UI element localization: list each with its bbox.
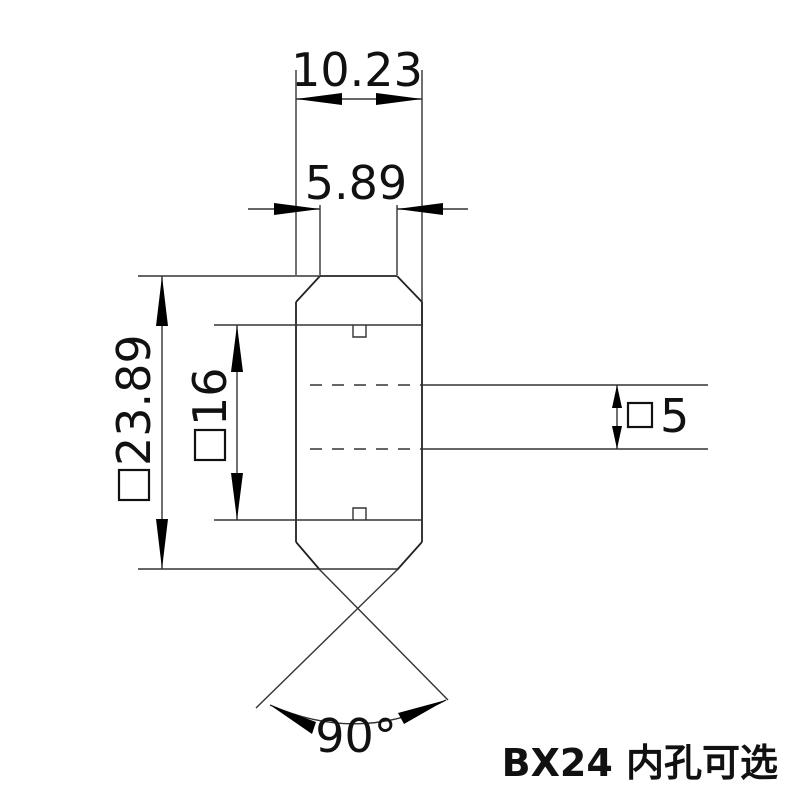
arrow-up-icon <box>612 385 622 408</box>
dimension-flat-width: 5.89 <box>248 156 468 275</box>
arrow-left-icon <box>274 203 320 215</box>
dimension-tip-angle: 90° <box>255 569 449 763</box>
dimension-label-tip-angle: 90° <box>315 709 397 763</box>
dimension-side-square: 5 <box>612 385 689 449</box>
dimension-label-side-square: 5 <box>660 389 689 443</box>
arrow-left-icon <box>296 93 342 105</box>
tip-line-right <box>319 569 449 701</box>
square-symbol-icon <box>117 468 151 502</box>
dimension-label-hole-square: 16 <box>183 367 237 426</box>
arrow-down-icon <box>156 519 168 569</box>
arrow-up-icon <box>231 325 243 372</box>
part-outline <box>214 275 708 571</box>
arrow-right-icon <box>397 203 443 215</box>
caption-text: BX24 内孔可选 <box>502 741 778 785</box>
arrow-right-icon <box>376 93 422 105</box>
dimension-hole-square: 16 <box>183 325 243 520</box>
tip-line-left <box>255 569 398 709</box>
square-symbol-icon <box>626 401 654 429</box>
arrow-down-icon <box>231 473 243 520</box>
dimension-label-overall-width: 10.23 <box>291 43 423 97</box>
dimension-overall-width: 10.23 <box>291 43 423 325</box>
square-symbol-icon <box>193 428 227 462</box>
arrow-down-icon <box>612 426 622 449</box>
dimension-shank-square: 23.89 <box>107 275 397 570</box>
arrow-right-icon <box>398 700 446 724</box>
dimension-label-flat-width: 5.89 <box>305 156 407 210</box>
arrow-up-icon <box>156 276 168 326</box>
arrow-left-icon <box>270 705 316 734</box>
dimension-label-shank-square: 23.89 <box>107 334 161 466</box>
